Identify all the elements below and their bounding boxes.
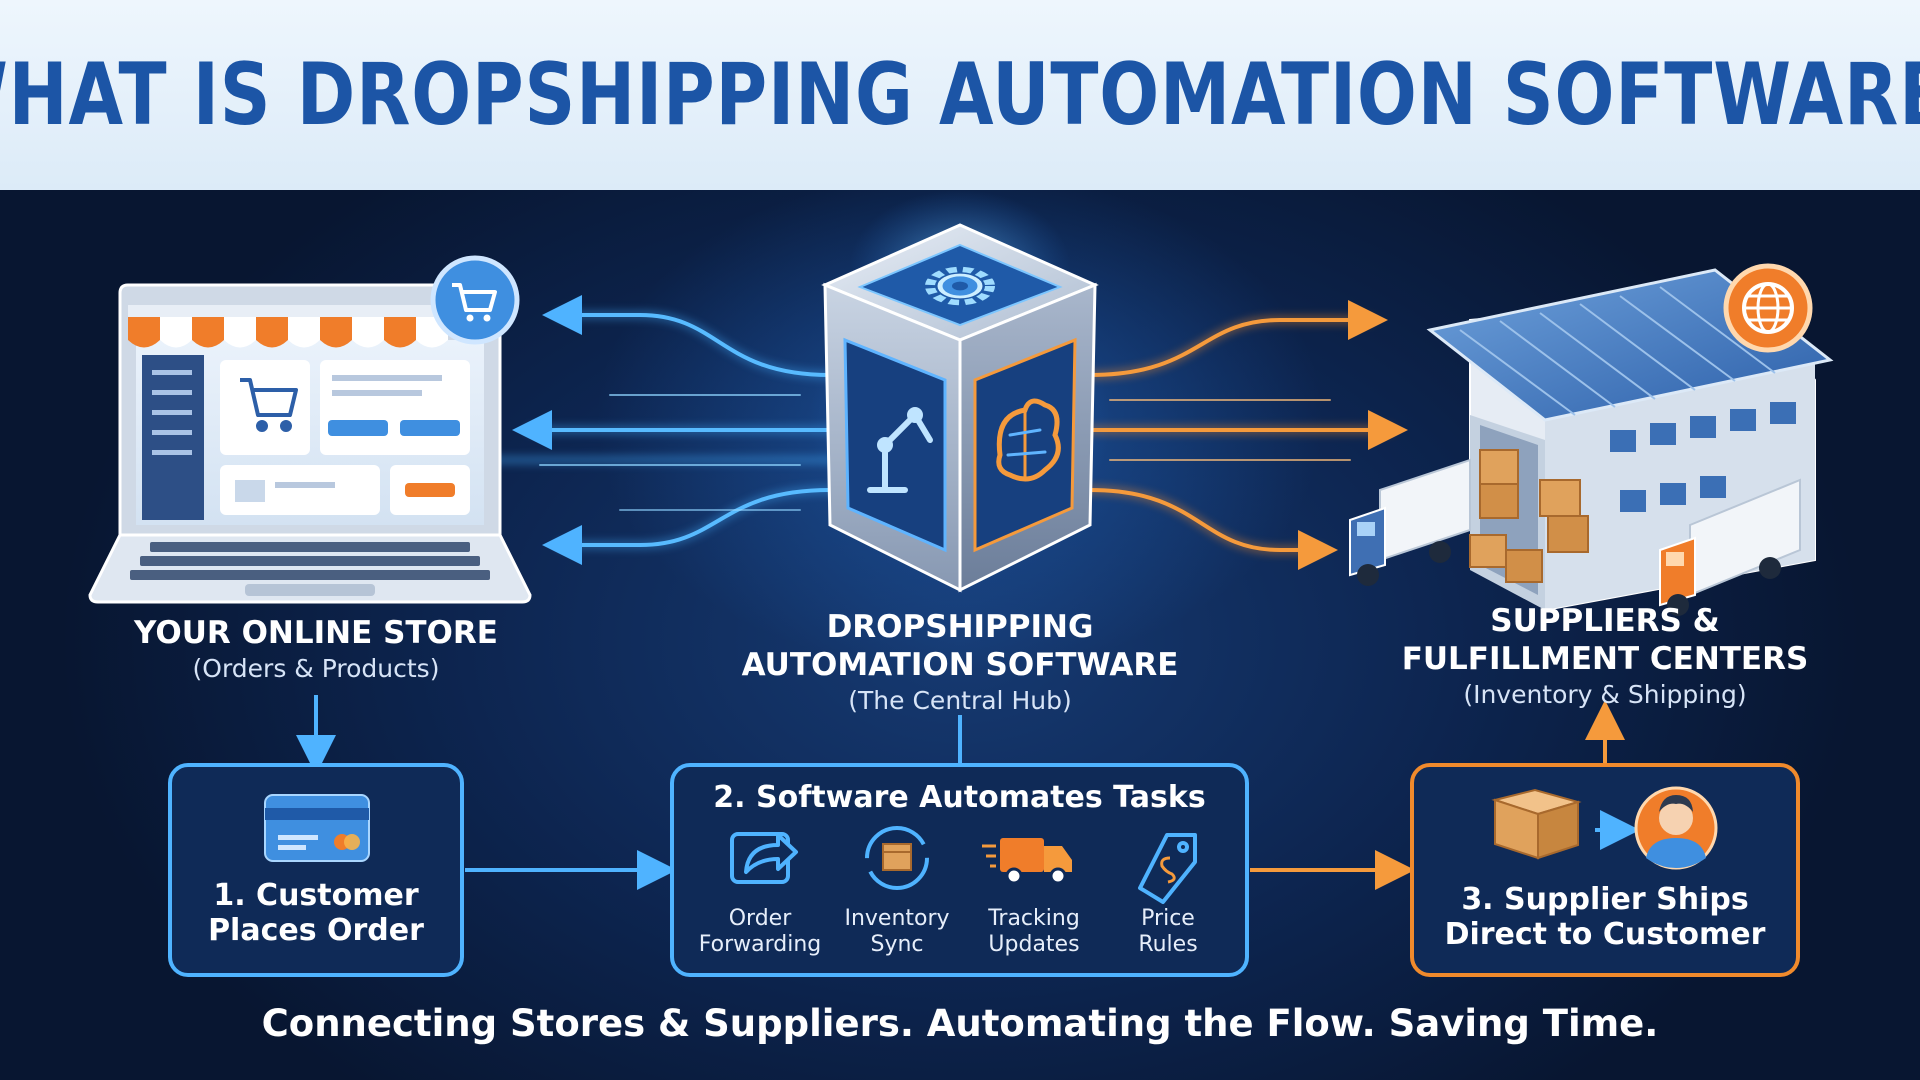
diagram-stage: YOUR ONLINE STORE (Orders & Products) DR…	[0, 190, 1920, 1080]
sync-box-icon	[865, 826, 929, 890]
flow-arrow-6	[1088, 488, 1338, 570]
central-hub-cube	[810, 223, 1110, 593]
credit-card-icon	[264, 794, 370, 862]
step2-title-text: 2. Software Automates Tasks	[713, 780, 1206, 815]
online-store-laptop	[88, 255, 532, 604]
diagram-artwork	[88, 190, 1834, 977]
step2-box	[670, 763, 1249, 977]
step1-line1: 1. Customer	[213, 878, 419, 913]
store-cart-badge-icon	[430, 255, 520, 345]
store-title: YOUR ONLINE STORE	[134, 615, 498, 651]
brain-icon	[996, 398, 1061, 482]
task-label-line1: Order	[728, 906, 792, 931]
delivery-truck-right	[1659, 478, 1801, 616]
supplier-flow-arrows	[1085, 300, 1408, 570]
step1-line2: Places Order	[208, 913, 424, 948]
hub-label: DROPSHIPPING AUTOMATION SOFTWARE (The Ce…	[710, 608, 1210, 718]
suppliers-subtitle: (Inventory & Shipping)	[1463, 680, 1747, 709]
warehouse-illustration	[1349, 263, 1834, 616]
step3-line2: Direct to Customer	[1444, 917, 1766, 952]
store-label: YOUR ONLINE STORE (Orders & Products)	[116, 614, 516, 686]
step2-title: 2. Software Automates Tasks	[672, 780, 1247, 815]
price-tag-icon	[1138, 833, 1197, 904]
flow-arrow-4	[1088, 300, 1388, 377]
gear-icon	[925, 266, 995, 306]
flow-arrow-3	[542, 488, 832, 565]
task-label-line2: Updates	[988, 932, 1080, 957]
package-icon	[1491, 788, 1582, 860]
store-flow-arrows	[465, 295, 835, 565]
customer-avatar-icon	[1634, 786, 1718, 870]
task-label-line2: Rules	[1138, 932, 1198, 957]
tagline: Connecting Stores & Suppliers. Automatin…	[261, 1002, 1659, 1045]
suppliers-title-line2: FULFILLMENT CENTERS	[1401, 641, 1809, 677]
share-arrow-icon	[730, 832, 798, 884]
flow-arrow-1	[542, 295, 832, 377]
cardboard-boxes	[1469, 449, 1589, 583]
suppliers-title-line1: SUPPLIERS &	[1490, 603, 1720, 639]
task-order-forwarding: Order Forwarding	[690, 906, 830, 958]
step3-text: 3. Supplier Ships Direct to Customer	[1412, 882, 1798, 952]
task-label-line1: Inventory	[844, 906, 950, 931]
cart-icon	[240, 378, 298, 432]
process-connectors	[296, 695, 1625, 890]
step1-box	[168, 763, 464, 977]
suppliers-label: SUPPLIERS & FULFILLMENT CENTERS (Invento…	[1370, 602, 1840, 712]
task-label-line2: Forwarding	[698, 932, 822, 957]
hub-title-line1: DROPSHIPPING	[826, 609, 1094, 645]
store-awning	[128, 305, 448, 348]
step3-line1: 3. Supplier Ships	[1461, 882, 1749, 917]
delivery-truck-icon	[982, 838, 1072, 885]
task-tracking-updates: Tracking Updates	[964, 906, 1104, 958]
delivery-truck-left	[1349, 458, 1471, 586]
step1-text: 1. Customer Places Order	[170, 878, 462, 948]
robotic-arm-icon	[867, 407, 933, 493]
hub-subtitle: (The Central Hub)	[848, 686, 1072, 715]
main-title: WHAT IS DROPSHIPPING AUTOMATION SOFTWARE…	[0, 45, 1920, 145]
task-label-line2: Sync	[870, 932, 924, 957]
title-banner: WHAT IS DROPSHIPPING AUTOMATION SOFTWARE…	[0, 0, 1920, 190]
task-inventory-sync: Inventory Sync	[827, 906, 967, 958]
task-label-line1: Price	[1141, 906, 1195, 931]
task-label-line1: Tracking	[988, 906, 1080, 931]
task-price-rules: Price Rules	[1098, 906, 1238, 958]
store-subtitle: (Orders & Products)	[192, 654, 440, 683]
hub-title-line2: AUTOMATION SOFTWARE	[741, 647, 1179, 683]
globe-badge-icon	[1723, 263, 1813, 353]
